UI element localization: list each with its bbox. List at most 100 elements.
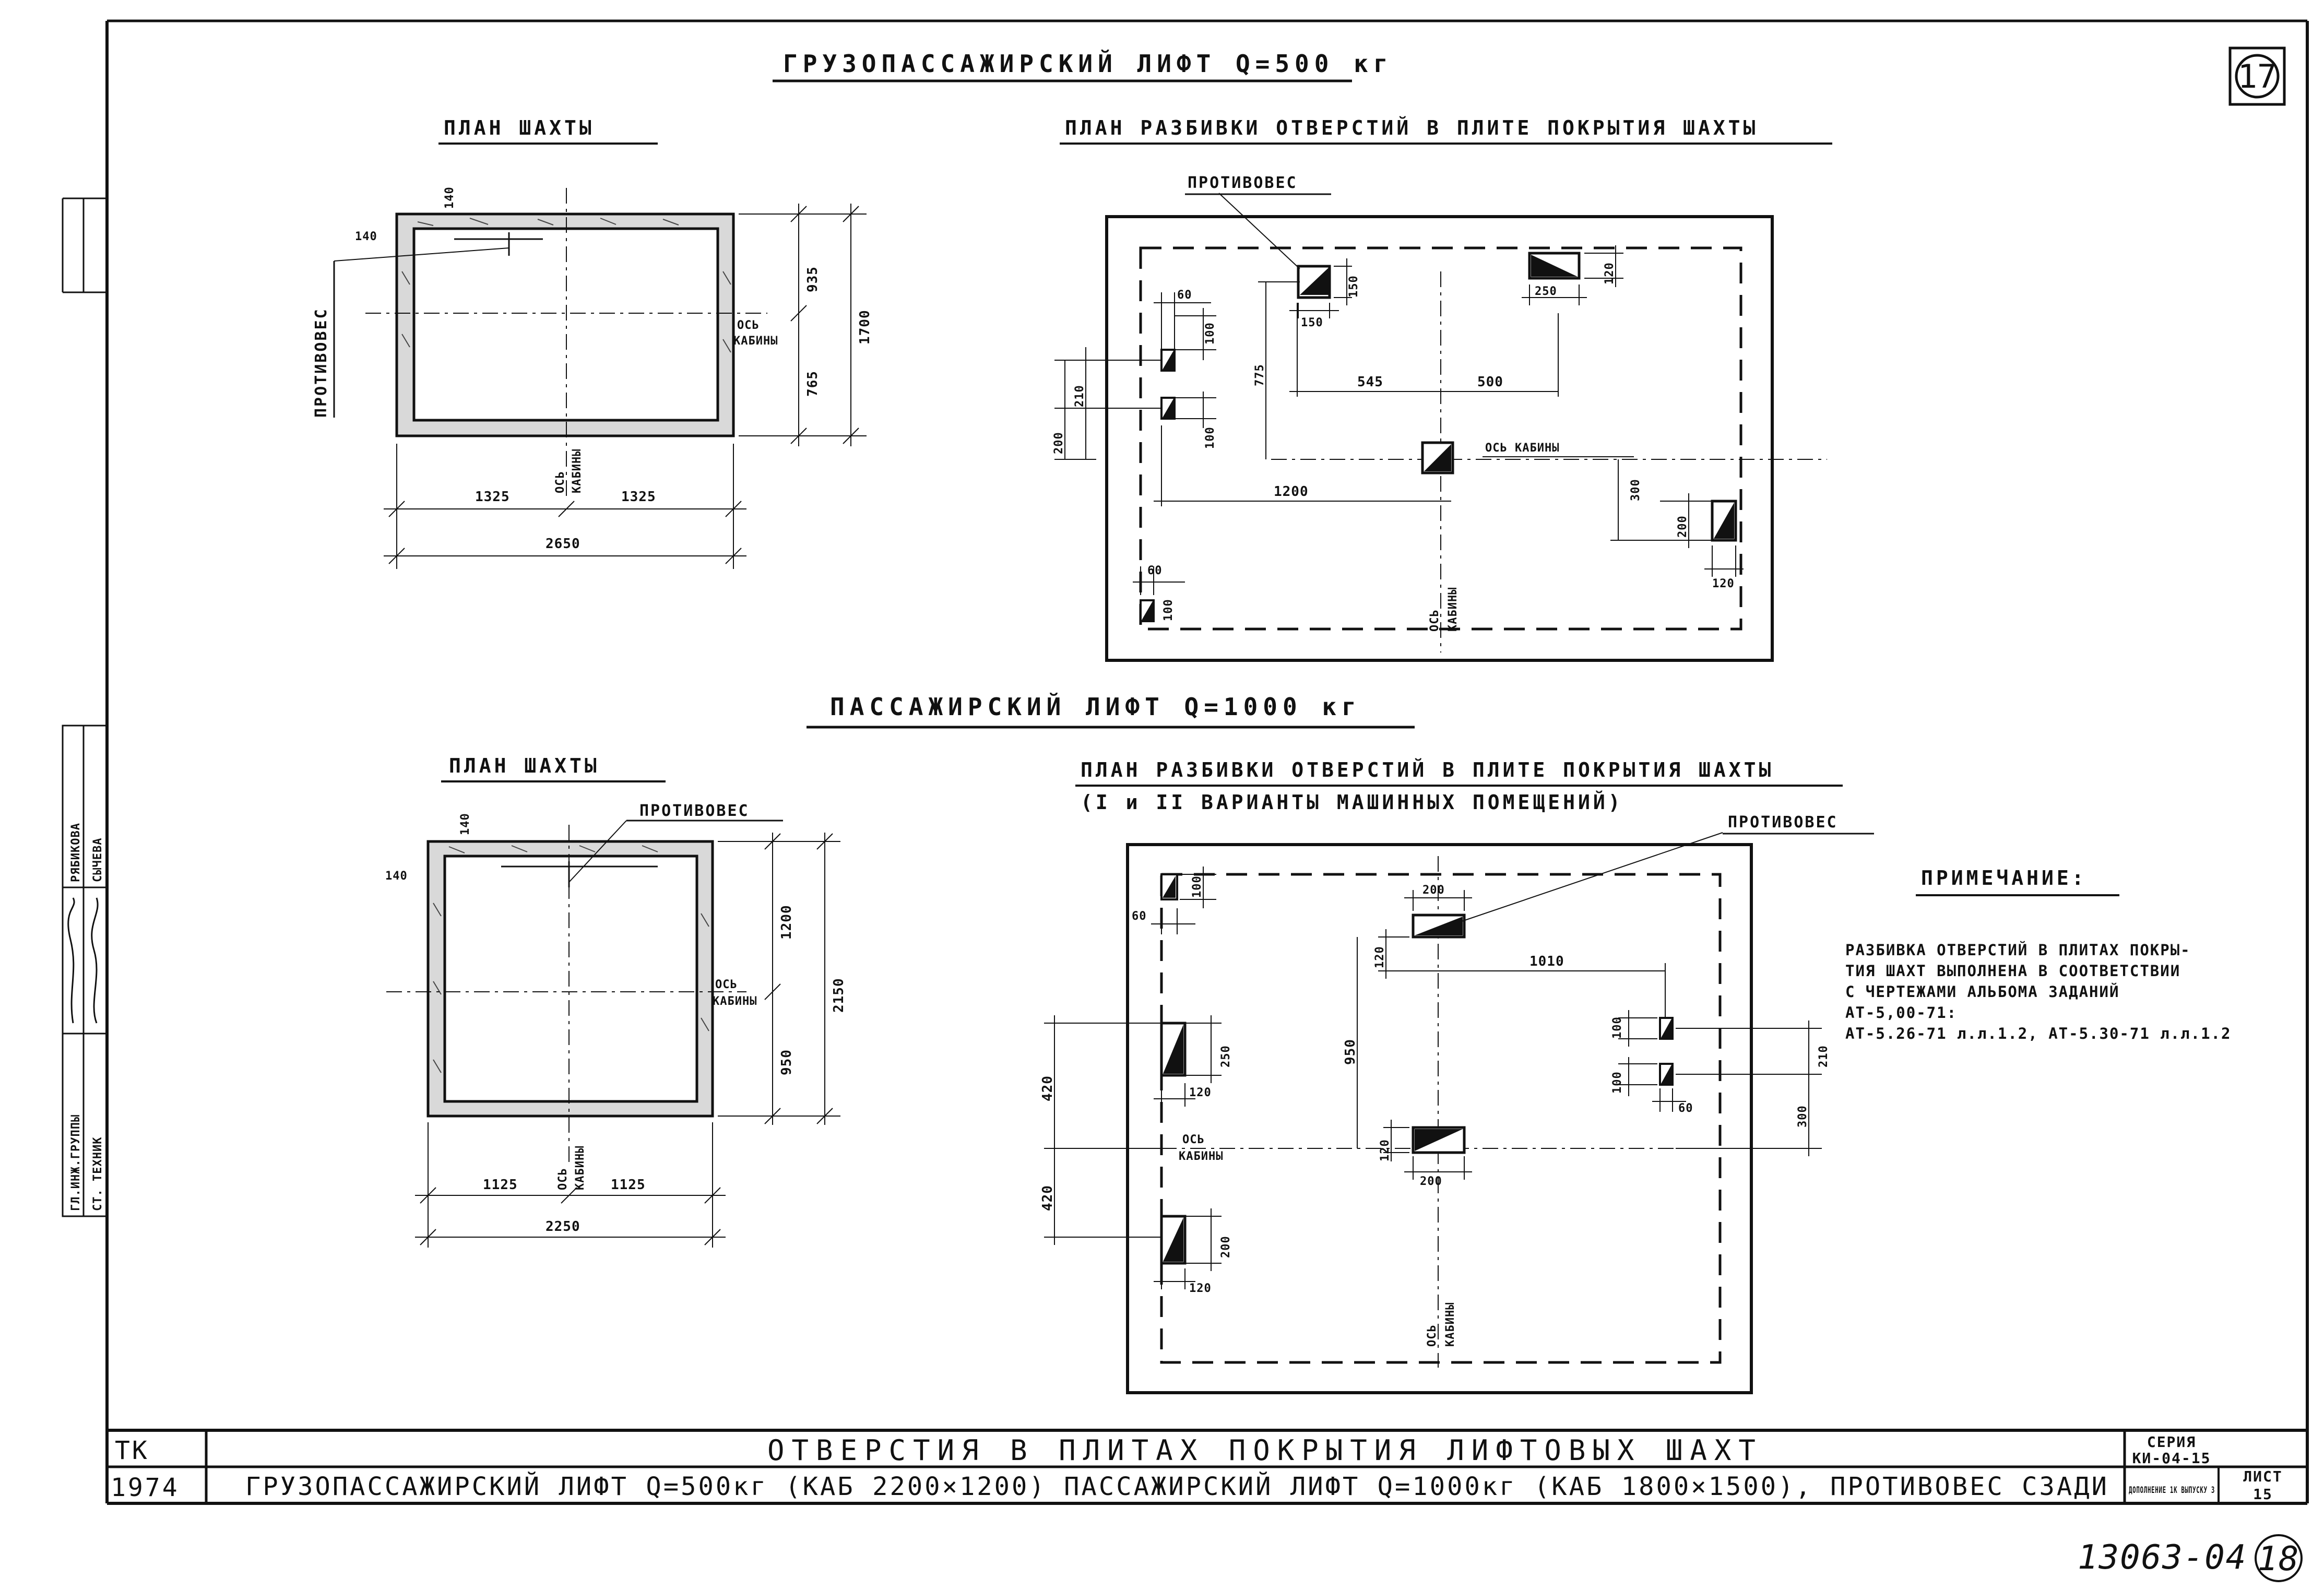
bottom-shaft-dim-h-top: 1200 (779, 905, 795, 940)
sheet-number: 17 (2238, 57, 2277, 96)
bottom-hole-dim-14: 420 (1040, 1075, 1056, 1101)
top-hole-dim-6: 775 (1253, 364, 1266, 386)
top-hole-axis-label: ОСЬ КАБИНЫ (1485, 442, 1559, 455)
top-shaft-dim-h-bottom: 765 (805, 371, 821, 397)
bottom-hole-plan: ПРОТИВОВЕС (1040, 813, 1874, 1394)
top-hole-dim-17: 60 (1147, 564, 1163, 577)
top-shaft-plan-title: ПЛАН ШАХТЫ (444, 116, 595, 139)
stamp-role-2: СТ. ТЕХНИК (91, 1137, 104, 1211)
top-shaft-dim-w-right: 1325 (621, 489, 656, 505)
bottom-hole-dim-17: 200 (1420, 1175, 1442, 1188)
bottom-hole-plan-title: ПЛАН РАЗБИВКИ ОТВЕРСТИЙ В ПЛИТЕ ПОКРЫТИЯ… (1081, 758, 1774, 781)
top-shaft-dim-w-left: 1325 (475, 489, 510, 505)
top-hole-axis-v2: КАБИНЫ (1446, 587, 1460, 632)
title-block-sheet-value: 15 (2253, 1486, 2273, 1503)
top-hole-plan: ПРОТИВОВЕС (1052, 174, 1827, 662)
top-shaft-dim-h-total: 1700 (857, 310, 873, 345)
top-shaft-dim-wall-top: 140 (443, 186, 456, 209)
stamp-signatures (67, 897, 99, 1024)
note-line-3: С ЧЕРТЕЖАМИ АЛЬБОМА ЗАДАНИЙ (1845, 983, 2119, 1001)
stamp-name-2: СЫЧЕВА (91, 838, 104, 882)
bottom-hole-dim-19: 120 (1189, 1282, 1212, 1295)
freight-lift-title: ГРУЗОПАССАЖИРСКИЙ ЛИФТ Q=500 кг (783, 50, 1393, 78)
top-hole-small-1 (1160, 349, 1176, 372)
bottom-shaft-dim-w-right: 1125 (611, 1177, 646, 1193)
title-block (107, 1429, 2307, 1503)
bottom-shaft-axis-v: ОСЬ (556, 1168, 570, 1190)
top-shaft-dim-w-total: 2650 (546, 536, 580, 552)
bottom-hole-dim-5: 1010 (1529, 954, 1564, 969)
top-hole-right (1711, 500, 1737, 542)
top-hole-counterweight-label: ПРОТИВОВЕС (1188, 174, 1298, 192)
bottom-hole-dim-8: 120 (1189, 1086, 1212, 1099)
note-block: ПРИМЕЧАНИЕ: РАЗБИВКА ОТВЕРСТИЙ В ПЛИТАХ … (1845, 867, 2231, 1042)
bottom-hole-left-2 (1160, 1215, 1187, 1265)
bottom-hole-axis-v2: КАБИНЫ (1444, 1302, 1457, 1347)
top-shaft-axis-label: ОСЬ (737, 319, 760, 332)
bottom-hole-right-2 (1659, 1063, 1674, 1086)
bottom-hole-dim-1: 60 (1132, 910, 1147, 923)
title-block-supplement: ДОПОЛНЕНИЕ 1К ВЫПУСКУ 3 (2129, 1485, 2215, 1496)
top-hole-dim-11: 545 (1357, 374, 1383, 390)
bottom-hole-dim-16: 120 (1379, 1139, 1392, 1161)
bottom-hole-dim-6: 950 (1343, 1039, 1358, 1065)
top-hole-dim-8: 150 (1347, 275, 1360, 298)
archive-page: 18 (2257, 1540, 2299, 1579)
note-line-4: АТ-5,00-71: (1845, 1004, 1957, 1022)
top-hole-dim-1: 60 (1177, 289, 1192, 302)
stamp-role-1: ГЛ.ИНЖ.ГРУППЫ (69, 1114, 82, 1211)
bottom-hole-dim-3: 200 (1422, 884, 1445, 897)
note-line-2: ТИЯ ШАХТ ВЫПОЛНЕНА В СООТВЕТСТВИИ (1845, 962, 2180, 980)
top-hole-dim-15: 200 (1676, 515, 1689, 538)
bottom-hole-counterweight (1412, 913, 1466, 939)
bottom-hole-right-1 (1659, 1017, 1674, 1040)
bottom-shaft-plan-title: ПЛАН ШАХТЫ (449, 754, 600, 777)
bottom-shaft-dim-h-total: 2150 (831, 978, 847, 1013)
top-hole-dim-18: 100 (1162, 599, 1175, 621)
top-hole-counterweight (1297, 265, 1331, 299)
bottom-hole-dim-10: 210 (1817, 1045, 1830, 1067)
bottom-hole-left-1 (1160, 1022, 1187, 1077)
top-hole-small-2 (1160, 397, 1176, 420)
top-hole-dim-13: 1200 (1274, 484, 1309, 500)
note-line-5: АТ-5.26-71 л.л.1.2, АТ-5.30-71 л.л.1.2 (1845, 1025, 2231, 1042)
passenger-lift-title: ПАССАЖИРСКИЙ ЛИФТ Q=1000 кг (830, 693, 1361, 721)
bottom-hole-dim-13: 60 (1678, 1102, 1693, 1115)
bottom-hole-dim-18: 200 (1219, 1236, 1232, 1258)
top-shaft-counterweight-label: ПРОТИВОВЕС (312, 307, 330, 418)
bottom-hole-dim-2: 100 (1191, 875, 1204, 898)
title-block-series-value: КИ-04-15 (2132, 1450, 2211, 1467)
bottom-shaft-counterweight-label: ПРОТИВОВЕС (639, 802, 750, 820)
side-stamp (62, 197, 108, 1217)
bottom-hole-dim-7: 250 (1219, 1045, 1232, 1067)
top-hole-plan-title: ПЛАН РАЗБИВКИ ОТВЕРСТИЙ В ПЛИТЕ ПОКРЫТИЯ… (1065, 116, 1758, 139)
bottom-hole-axis-label: ОСЬ (1182, 1133, 1205, 1146)
bottom-hole-axis-v: ОСЬ (1426, 1324, 1439, 1347)
top-shaft-axis-label-2: КАБИНЫ (733, 335, 778, 348)
title-block-series-label: СЕРИЯ (2147, 1433, 2196, 1451)
note-title: ПРИМЕЧАНИЕ: (1921, 867, 2087, 889)
bottom-hole-axis-label-2: КАБИНЫ (1179, 1150, 1223, 1163)
title-block-org: ТК (115, 1436, 149, 1465)
sheet-number-badge: 17 (2228, 46, 2286, 106)
top-hole-dim-2: 100 (1204, 322, 1217, 345)
note-line-1: РАЗБИВКА ОТВЕРСТИЙ В ПЛИТАХ ПОКРЫ- (1845, 941, 2191, 959)
bottom-shaft-dim-w-total: 2250 (546, 1219, 580, 1235)
bottom-hole-dim-4: 120 (1373, 946, 1386, 968)
bottom-hole-plan-subtitle: (I и II ВАРИАНТЫ МАШИННЫХ ПОМЕЩЕНИЙ) (1081, 791, 1623, 814)
top-shaft-dim-wall-left: 140 (355, 230, 377, 243)
top-hole-dim-12: 500 (1477, 374, 1503, 390)
top-hole-lower-left (1140, 599, 1155, 622)
top-hole-dim-10: 120 (1603, 262, 1616, 284)
bottom-hole-dim-11: 100 (1611, 1071, 1624, 1094)
top-hole-upper-right (1528, 252, 1581, 280)
bottom-shaft-axis-label-2: КАБИНЫ (713, 995, 757, 1008)
bottom-shaft-dim-wall-left: 140 (385, 870, 408, 883)
top-hole-dim-5: 100 (1204, 426, 1217, 449)
top-hole-axis-v: ОСЬ (1428, 609, 1441, 632)
top-hole-dim-7: 150 (1301, 316, 1323, 329)
bottom-hole-dim-15: 420 (1040, 1185, 1056, 1211)
title-block-subtitle: ГРУЗОПАССАЖИРСКИЙ ЛИФТ Q=500кг (КАБ 2200… (245, 1472, 2109, 1501)
bottom-hole-dim-12: 300 (1796, 1105, 1809, 1128)
